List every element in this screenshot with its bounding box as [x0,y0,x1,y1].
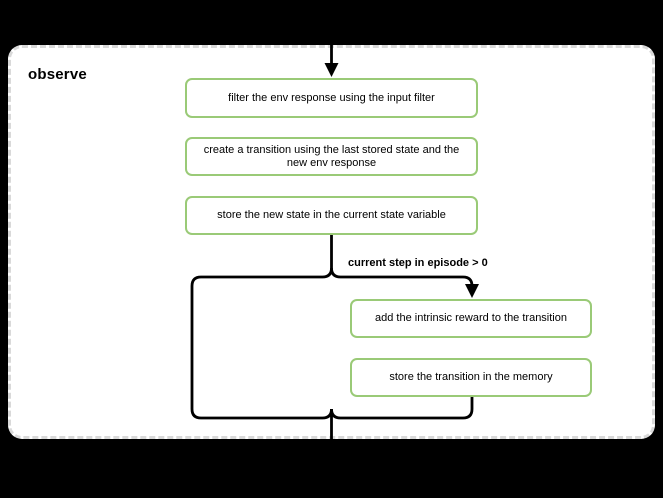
node-label: store the new state in the current state… [217,209,446,221]
node-create-transition: create a transition using the last store… [185,137,478,176]
node-add-intrinsic-reward: add the intrinsic reward to the transiti… [350,299,592,338]
node-label: store the transition in the memory [389,371,553,383]
subgraph-title: observe [28,66,87,83]
node-label: create a transition using the last store… [203,143,460,169]
node-label: filter the env response using the input … [228,91,435,104]
node-store-transition: store the transition in the memory [350,358,592,397]
node-store-new-state: store the new state in the current state… [185,196,478,235]
condition-label: current step in episode > 0 [348,257,488,269]
node-filter-env-response: filter the env response using the input … [185,78,478,118]
node-label: add the intrinsic reward to the transiti… [375,312,567,324]
